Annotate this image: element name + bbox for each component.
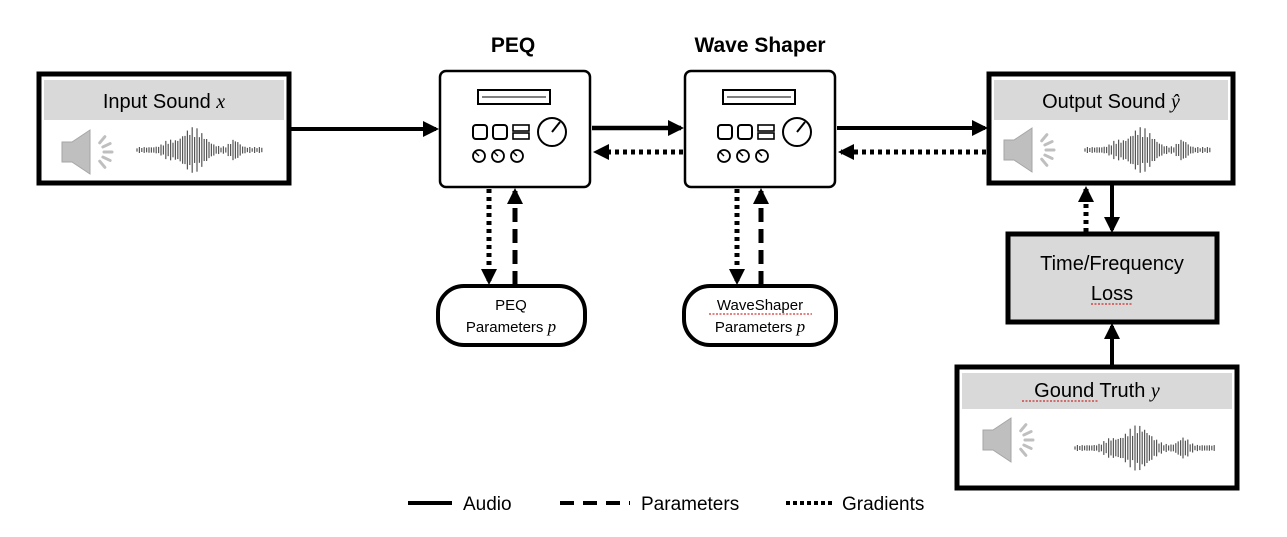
- loss-label-line1: Time/Frequency: [1040, 253, 1184, 275]
- ground-truth-header: [962, 373, 1232, 409]
- ground-truth-box: Gound Truth y: [954, 364, 1240, 491]
- legend-gradients-label: Gradients: [842, 494, 924, 515]
- legend: Audio Parameters Gradients: [408, 494, 924, 515]
- waveform-icon: [1074, 425, 1215, 471]
- input-sound-box: Input Sound x: [36, 71, 292, 186]
- loss-label-line2: Loss: [1091, 283, 1133, 305]
- speaker-icon: [1003, 127, 1056, 173]
- audio-device-icon: [717, 89, 812, 163]
- output-sound-header: [994, 80, 1228, 120]
- speaker-icon: [982, 417, 1035, 463]
- speaker-icon: [61, 129, 114, 175]
- waveform-icon: [136, 127, 263, 173]
- output-sound-label: Output Sound ŷ: [1042, 91, 1180, 113]
- waveshaper-title: Wave Shaper: [694, 34, 825, 57]
- waveform-icon: [1084, 127, 1211, 173]
- legend-parameters-label: Parameters: [641, 494, 739, 515]
- input-sound-header: [44, 80, 284, 120]
- peq-device: [438, 69, 592, 189]
- peq-params-line2: Parameters p: [466, 317, 556, 336]
- loss-box: Time/Frequency Loss: [1005, 231, 1220, 325]
- ws-params-line1: WaveShaper: [717, 297, 803, 314]
- legend-audio-label: Audio: [463, 494, 512, 515]
- peq-title: PEQ: [491, 34, 535, 57]
- input-sound-label: Input Sound x: [103, 91, 225, 113]
- waveshaper-device: [683, 69, 837, 189]
- audio-device-icon: [472, 89, 567, 163]
- waveshaper-parameters-node: WaveShaper Parameters p: [682, 284, 838, 347]
- ground-truth-label: Gound Truth y: [1034, 380, 1160, 402]
- peq-parameters-node: PEQ Parameters p: [436, 284, 587, 347]
- output-sound-box: Output Sound ŷ: [986, 71, 1236, 186]
- peq-params-line1: PEQ: [495, 297, 527, 314]
- ws-params-line2: Parameters p: [715, 317, 805, 336]
